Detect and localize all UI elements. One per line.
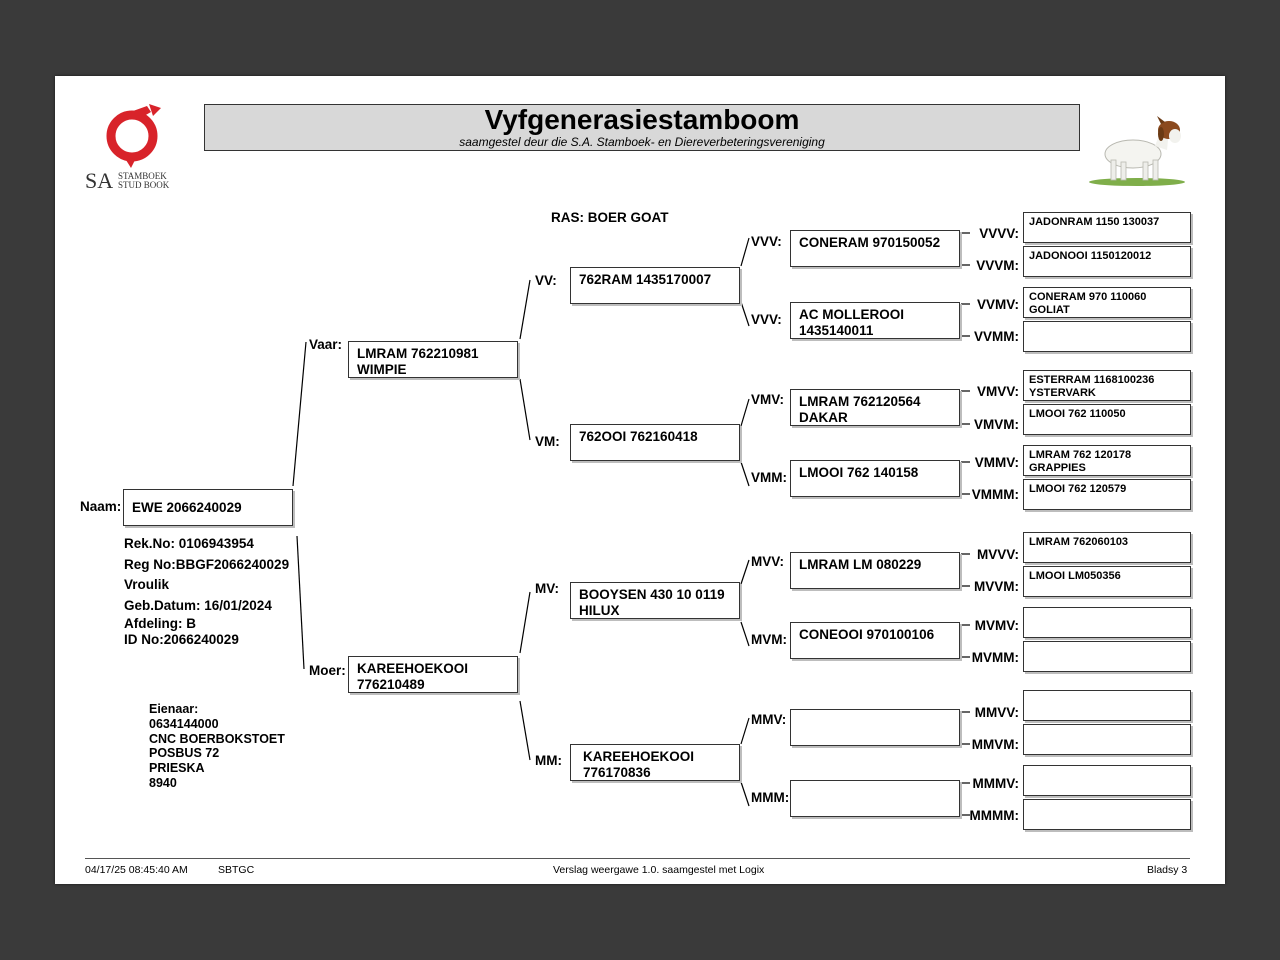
mmv-box[interactable] [790,709,960,746]
footer-code: SBTGC [218,864,255,876]
mvvv-label: MVVV: [976,547,1019,562]
mmvv-label: MMVV: [974,705,1019,720]
subject-animal-box[interactable]: EWE 2066240029 [123,489,293,526]
vmvm-box[interactable]: LMOOI 762 110050 [1023,404,1191,435]
mvv-box[interactable]: LMRAM LM 080229 [790,552,960,589]
vmmv-box[interactable]: LMRAM 762 120178 GRAPPIES [1023,445,1191,476]
name-label: Naam: [80,499,122,514]
mvmv-label: MVMV: [974,618,1019,633]
page-subtitle: saamgestel deur die S.A. Stamboek- en Di… [459,135,825,149]
vvmv-label: VVMV: [976,297,1019,312]
mvm-label: MVM: [751,632,787,647]
mv-label: MV: [535,581,560,596]
vmm-label: VMM: [751,470,787,485]
mmvm-label: MMVM: [971,737,1019,752]
mvmv-box[interactable] [1023,607,1191,638]
owner-number: 0634144000 [149,716,219,731]
vvvm-label: VVVM: [976,258,1019,273]
animal-details: Rek.No: 0106943954 Reg No:BBGF2066240029… [124,534,289,616]
vvm-box[interactable]: AC MOLLEROOI 1435140011 [790,302,960,339]
footer-divider [85,858,1190,859]
vm-label: VM: [535,434,560,449]
owner-address2: PRIESKA [149,761,205,776]
vvmm-box[interactable] [1023,321,1191,352]
mmmv-label: MMMV: [972,776,1020,791]
vmvv-label: VMVV: [976,384,1019,399]
vv-label: VV: [535,273,557,288]
mmmm-label: MMMM: [969,808,1019,823]
owner-block: Eienaar: 0634144000 CNC BOERBOKSTOET POS… [149,702,285,791]
reg-no: Reg No:BBGF2066240029 [124,556,290,572]
footer-page: Bladsy 3 [1147,864,1188,876]
vmvv-box[interactable]: ESTERRAM 1168100236 YSTERVARK [1023,370,1191,401]
mmvm-box[interactable] [1023,724,1191,755]
vmv-label: VMV: [751,392,785,407]
mmmm-box[interactable] [1023,799,1191,830]
vvvv-label: VVVV: [979,226,1019,241]
vmm-box[interactable]: LMOOI 762 140158 [790,460,960,497]
vmmv-label: VMMV: [974,455,1019,470]
sex: Vroulik [124,577,170,592]
mvmm-label: MVMM: [971,650,1019,665]
mmmv-box[interactable] [1023,765,1191,796]
vvvv-box[interactable]: JADONRAM 1150 130037 [1023,212,1191,243]
vvmm-label: VVMM: [974,329,1019,344]
vmvm-label: VMVM: [974,417,1019,432]
boer-goat-illustration [1089,116,1185,186]
title-bar: Vyfgenerasiestamboom saamgestel deur die… [204,104,1080,151]
mm-label: MM: [535,753,562,768]
vv-box[interactable]: 762RAM 1435170007 [570,267,740,304]
mvvm-label: MVVM: [974,579,1019,594]
mmvv-box[interactable] [1023,690,1191,721]
owner-name: CNC BOERBOKSTOET [149,731,285,746]
owner-postcode: 8940 [149,775,177,790]
mvm-box[interactable]: CONEOOI 970100106 [790,622,960,659]
footer-datetime: 04/17/25 08:45:40 AM [85,864,188,876]
birth-date: Geb.Datum: 16/01/2024 [124,597,272,613]
footer-report: Verslag weergawe 1.0. saamgestel met Log… [553,864,765,876]
mm-box[interactable]: KAREEHOEKOOI 776170836 [570,744,740,781]
mv-box[interactable]: BOOYSEN 430 10 0119 HILUX [570,582,740,619]
mvv-label: MVV: [751,554,785,569]
vaar-box[interactable]: LMRAM 762210981 WIMPIE [348,341,518,378]
mmm-label: MMM: [751,790,790,805]
rek-no: Rek.No: 0106943954 [124,536,254,551]
vm-box[interactable]: 762OOI 762160418 [570,424,740,461]
mvmm-box[interactable] [1023,641,1191,672]
mvvv-box[interactable]: LMRAM 762060103 [1023,532,1191,563]
studbook-symbol-icon [106,104,161,168]
vmmm-label: VMMM: [971,487,1019,502]
owner-address1: POSBUS 72 [149,746,220,761]
pedigree-connector-lines [292,232,970,816]
vvmv-box[interactable]: CONERAM 970 110060 GOLIAT [1023,287,1191,318]
owner-label: Eienaar: [149,702,199,716]
moer-box[interactable]: KAREEHOEKOOI 776210489 [348,656,518,693]
logo-line1: STAMBOEK [118,171,167,181]
vvv-label: VVV: [751,234,782,249]
vvvm-box[interactable]: JADONOOI 1150120012 [1023,246,1191,277]
pedigree-page: SA STAMBOEK STUD BOOK Vyfgenerasiestambo… [55,76,1225,884]
vaar-label: Vaar: [309,337,343,352]
id-no: ID No:2066240029 [124,631,239,647]
logo-line2: STUD BOOK [118,180,170,190]
page-title: Vyfgenerasiestamboom [484,104,800,135]
breed-label: RAS: BOER GOAT [551,210,669,225]
vmmm-box[interactable]: LMOOI 762 120579 [1023,479,1191,510]
mmv-label: MMV: [751,712,787,727]
moer-label: Moer: [309,663,346,678]
mmm-box[interactable] [790,780,960,817]
vvm-label: VVV: [751,312,782,327]
vvv-box[interactable]: CONERAM 970150052 [790,230,960,267]
vmv-box[interactable]: LMRAM 762120564 DAKAR [790,389,960,426]
section: Afdeling: B [124,616,196,631]
logo-sa-text: SA [85,168,114,193]
sa-studbook-logo: SA STAMBOEK STUD BOOK [85,102,185,194]
mvvm-box[interactable]: LMOOI LM050356 [1023,566,1191,597]
animal-section-id: Afdeling: B ID No:2066240029 [124,616,239,647]
